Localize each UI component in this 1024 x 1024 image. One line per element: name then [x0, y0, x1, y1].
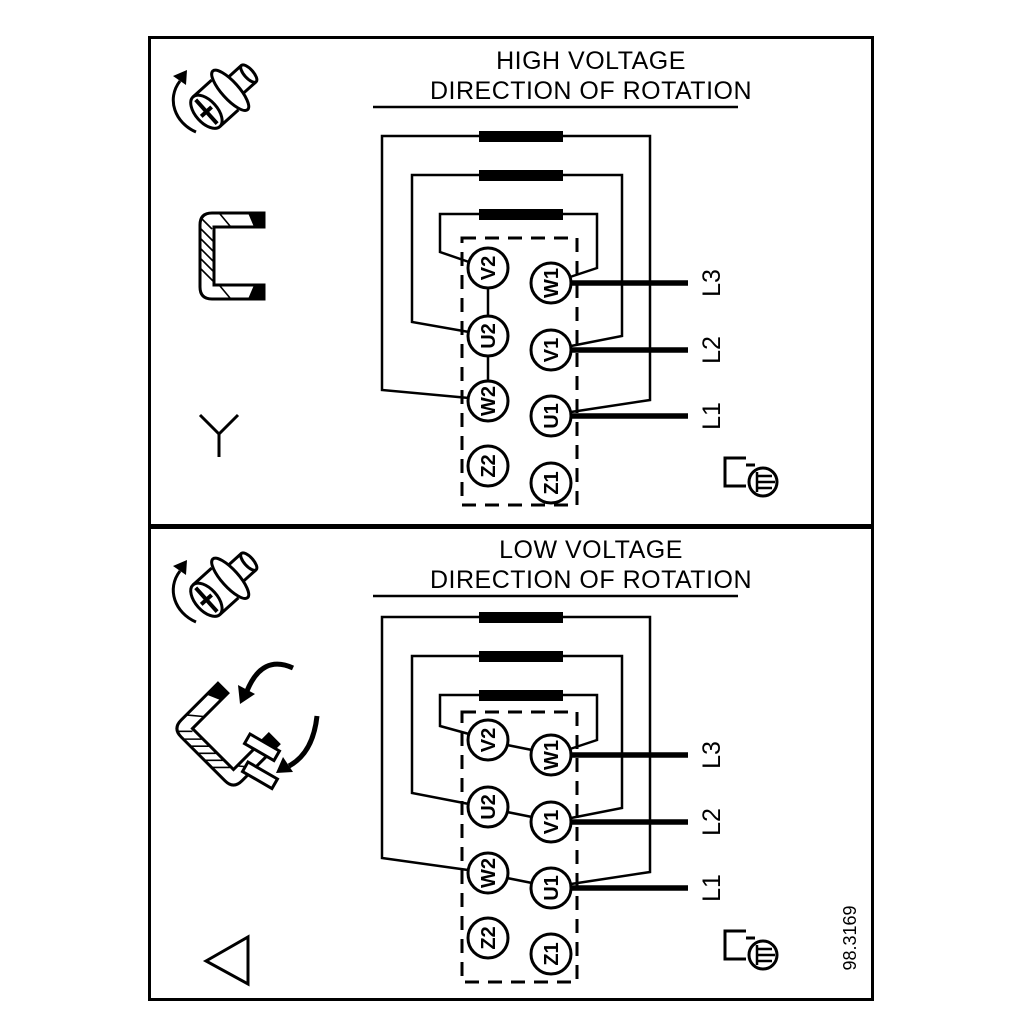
wire-link1-w2 [380, 134, 479, 400]
terminal-u1 [529, 394, 573, 438]
terminal-label-v2: V2 [478, 256, 500, 280]
wire-link3-v2 [438, 693, 479, 736]
winding-bar-3 [479, 209, 563, 220]
terminal-label-z2: Z2 [478, 926, 500, 949]
wire-link3-w1 [563, 212, 599, 279]
delta-bridge-w2-u1 [506, 876, 533, 885]
rotation-arrow-icon [171, 570, 197, 624]
high-panel-subtitle: DIRECTION OF ROTATION [430, 77, 752, 105]
terminal-label-u1: U1 [541, 403, 563, 429]
terminals-low: V2 U2 W2 Z2 W1 V1 U1 Z1 [466, 718, 573, 976]
terminal-v1 [529, 328, 573, 372]
terminal-v1 [529, 800, 573, 844]
star-connection-icon [198, 413, 240, 457]
wire-link1-u1 [563, 615, 652, 886]
low-panel-border [148, 526, 874, 1001]
wire-link2-v1 [563, 654, 624, 820]
wire-link2-u2 [410, 173, 479, 334]
figure-number: 98.3169 [840, 905, 860, 970]
loose-link-bar-2 [240, 759, 280, 791]
terminal-v2 [466, 718, 510, 762]
terminal-v2 [466, 246, 510, 290]
link-rearrange-icon [171, 661, 320, 791]
supply-lines-low: L3 L2 L1 [571, 741, 726, 902]
terminal-label-u2: U2 [478, 794, 500, 820]
terminal-w1 [529, 261, 573, 305]
supply-label-l3: L3 [698, 741, 726, 769]
winding-bar-2 [479, 170, 563, 181]
move-arrow-1 [244, 661, 295, 692]
low-panel-subtitle: DIRECTION OF ROTATION [430, 566, 752, 594]
terminal-label-w2: W2 [478, 386, 500, 416]
winding-bar-1 [479, 131, 563, 142]
terminal-label-z1: Z1 [541, 942, 563, 965]
rotation-arrow-icon [171, 80, 197, 134]
supply-label-l1: L1 [698, 874, 726, 902]
rotation-arrowhead [173, 560, 187, 575]
winding-bar-2 [479, 651, 563, 662]
wire-link3-w1 [563, 693, 599, 751]
supply-label-l1: L1 [698, 402, 726, 430]
winding-bar-3 [479, 690, 563, 701]
low-panel-title: LOW VOLTAGE [499, 536, 683, 564]
terminal-label-w1: W1 [541, 268, 563, 298]
high-panel-border [148, 36, 874, 527]
wire-link1-u1 [563, 134, 652, 414]
delta-bridge-u2-v1 [506, 810, 533, 819]
wire-link2-u2 [410, 654, 479, 806]
high-voltage-panel: HIGH VOLTAGE DIRECTION OF ROTATION L3 L2… [148, 36, 874, 527]
terminal-box-low [460, 710, 579, 984]
terminal-label-v2: V2 [478, 728, 500, 752]
terminal-z2 [466, 916, 510, 960]
loose-link-bar-1 [242, 731, 282, 763]
terminal-label-z2: Z2 [478, 454, 500, 477]
low-voltage-panel: LOW VOLTAGE DIRECTION OF ROTATION L3 L2 … [148, 526, 874, 1001]
wiring-high [380, 134, 652, 414]
terminal-z2 [466, 444, 510, 488]
terminal-u2 [466, 314, 510, 358]
terminal-label-v1: V1 [541, 338, 563, 362]
terminal-z1 [529, 461, 573, 505]
wire-link1-w2 [380, 615, 479, 872]
supply-lines-high: L3 L2 L1 [571, 269, 726, 430]
terminal-u2 [466, 785, 510, 829]
wire-link2-v1 [563, 173, 624, 348]
move-arrow-2 [287, 715, 320, 769]
terminal-label-u1: U1 [541, 875, 563, 901]
terminal-label-w2: W2 [478, 858, 500, 888]
terminals-high: V2 U2 W2 Z2 W1 V1 U1 Z1 [466, 246, 573, 505]
terminal-w2 [466, 851, 510, 895]
terminal-label-v1: V1 [541, 810, 563, 834]
rotation-arrowhead [173, 70, 187, 85]
terminal-w2 [466, 379, 510, 423]
terminal-w1 [529, 733, 573, 777]
terminal-label-w1: W1 [541, 740, 563, 770]
terminal-u1 [529, 866, 573, 910]
terminal-box-high [460, 236, 579, 507]
move-arrowhead-2 [276, 757, 293, 773]
supply-label-l3: L3 [698, 269, 726, 297]
wiring-low [380, 615, 652, 886]
high-panel-title: HIGH VOLTAGE [496, 47, 686, 75]
supply-label-l2: L2 [698, 336, 726, 364]
terminal-z1 [529, 932, 573, 976]
wire-link3-v2 [438, 212, 479, 264]
delta-connection-icon [202, 934, 250, 987]
terminal-label-u2: U2 [478, 323, 500, 349]
terminal-label-z1: Z1 [541, 471, 563, 494]
delta-bridge-v2-w1 [506, 743, 533, 752]
winding-bar-1 [479, 612, 563, 623]
supply-label-l2: L2 [698, 808, 726, 836]
move-arrowhead-1 [238, 685, 255, 704]
